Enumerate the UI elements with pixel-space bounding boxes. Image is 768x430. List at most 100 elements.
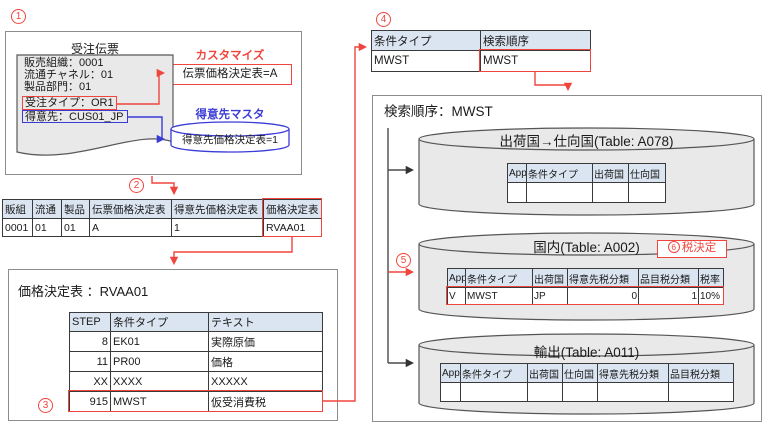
cell: MWST	[465, 287, 533, 305]
cell	[526, 182, 593, 203]
header-cell: 得意先税分類	[597, 363, 669, 383]
customize-label: カスタマイズ	[195, 50, 265, 62]
header-cell: 販組	[2, 199, 33, 219]
header-cell: 品目税分類	[668, 363, 734, 383]
cell: 価格	[208, 351, 323, 372]
cell: 11	[69, 351, 111, 372]
step4-badge: 4	[376, 12, 391, 27]
header-cell: 出荷国	[592, 163, 629, 183]
cell	[527, 382, 563, 402]
condition-type-table: 条件タイプ 検索順序 MWST MWST	[371, 30, 591, 72]
a002-table: App 条件タイプ 出荷国 得意先税分類 品目税分類 税率 V MWST JP …	[447, 268, 724, 305]
header-cell: 品目税分類	[638, 268, 699, 288]
header-cell: 伝票価格決定表	[89, 199, 172, 219]
table-header-row: STEP 条件タイプ テキスト	[69, 312, 323, 332]
document-pricing-procedure-box: 伝票価格決定表=A	[168, 64, 292, 85]
cell: A	[89, 218, 172, 237]
header-cell: 得意先価格決定表	[171, 199, 264, 219]
customer-pricing-procedure-value: 得意先価格決定表=1	[182, 134, 278, 146]
step2-badge: 2	[129, 178, 144, 193]
cell: 10%	[698, 287, 724, 305]
header-cell: 検索順序	[480, 30, 591, 51]
cell: JP	[532, 287, 568, 305]
cell	[597, 382, 669, 402]
table-row: MWST MWST	[371, 50, 591, 72]
connector-rvaa01-to-procedure	[169, 237, 293, 266]
access-sequence-title: 検索順序：MWST	[384, 104, 493, 119]
cell: 1	[638, 287, 699, 305]
cell	[668, 382, 734, 402]
header-cell: 条件タイプ	[526, 163, 593, 183]
connector-order-to-determination-table	[151, 176, 179, 196]
a078-cylinder-title: 出荷国→仕向国(Table: A078)	[499, 134, 674, 149]
a078-table: App 条件タイプ 出荷国 仕向国	[507, 163, 666, 203]
cell: 01	[32, 218, 62, 237]
cell: XX	[69, 371, 111, 392]
header-cell: 条件タイプ	[371, 30, 481, 51]
distribution-channel-line: 流通チャネル：01	[24, 69, 114, 81]
header-cell: App	[507, 163, 527, 183]
sales-order-title: 受注伝票	[70, 42, 119, 56]
cell: 0001	[2, 218, 33, 237]
table-row: V MWST JP 0 1 10%	[447, 287, 724, 305]
table-row: 8 EK01 実際原価	[69, 331, 323, 352]
table-row: 0001 01 01 A 1 RVAA01	[2, 218, 322, 237]
header-cell: 得意先税分類	[567, 268, 639, 288]
header-cell: STEP	[69, 312, 111, 332]
step1-badge: 1	[11, 9, 26, 24]
cell	[628, 182, 666, 203]
cell: 実際原価	[208, 331, 323, 352]
connector-access-sequence-to-panel	[534, 72, 573, 92]
table-row	[507, 182, 666, 203]
header-cell: 流通	[32, 199, 62, 219]
sales-org-line: 販売組織：0001	[24, 57, 104, 69]
table-header-row: App 条件タイプ 出荷国 得意先税分類 品目税分類 税率	[447, 268, 724, 288]
a011-table: App 条件タイプ 出荷国 仕向国 得意先税分類 品目税分類	[440, 363, 734, 402]
header-cell: 条件タイプ	[110, 312, 209, 332]
cell: V	[447, 287, 466, 305]
cell: XXXXX	[208, 371, 323, 392]
step5-badge: 5	[396, 253, 411, 268]
table-header-row: App 条件タイプ 出荷国 仕向国 得意先税分類 品目税分類	[440, 363, 734, 383]
header-cell: 出荷国	[532, 268, 568, 288]
header-cell: App	[440, 363, 461, 383]
procedure-determination-table: 販組 流通 製品 伝票価格決定表 得意先価格決定表 価格決定表 0001 01 …	[2, 199, 322, 237]
division-line: 製品部門：01	[24, 81, 92, 93]
step6-badge: 6	[667, 241, 680, 253]
header-cell: 条件タイプ	[465, 268, 533, 288]
customer-master-cylinder-icon	[170, 121, 290, 153]
header-cell: 製品	[61, 199, 90, 219]
header-cell: 条件タイプ	[460, 363, 528, 383]
cell: PR00	[110, 351, 209, 372]
header-cell: 仕向国	[628, 163, 666, 183]
table-row: 11 PR00 価格	[69, 351, 323, 372]
cell	[440, 382, 461, 402]
cell: 0	[567, 287, 639, 305]
customer-master-label: 得意先マスタ	[195, 109, 265, 121]
customer-line: 得意先：CUS01_JP	[22, 109, 128, 123]
cell: EK01	[110, 331, 209, 352]
cell	[562, 382, 598, 402]
a002-cylinder-title: 国内(Table: A002)	[533, 240, 640, 255]
cell: MWST	[110, 391, 209, 412]
table-row	[440, 382, 734, 402]
header-cell: 出荷国	[527, 363, 563, 383]
cell: 8	[69, 331, 111, 352]
table-row: 915 MWST 仮受消費税	[69, 391, 323, 412]
header-cell: 仕向国	[562, 363, 598, 383]
table-header-row: App 条件タイプ 出荷国 仕向国	[507, 163, 666, 183]
table-row: XX XXXX XXXXX	[69, 371, 323, 392]
table-header-row: 販組 流通 製品 伝票価格決定表 得意先価格決定表 価格決定表	[2, 199, 322, 219]
a011-cylinder-title: 輸出(Table: A011)	[533, 345, 640, 360]
table-header-row: 条件タイプ 検索順序	[371, 30, 591, 51]
cell: 1	[171, 218, 264, 237]
order-type-line: 受注タイプ：OR1	[22, 96, 117, 110]
cell: RVAA01	[263, 218, 322, 237]
pricing-procedure-title: 価格決定表 ：RVAA01	[18, 284, 149, 299]
header-cell: 税率	[698, 268, 724, 288]
header-cell: テキスト	[208, 312, 323, 332]
cell: 915	[69, 391, 111, 412]
pricing-procedure-steps-table: STEP 条件タイプ テキスト 8 EK01 実際原価 11 PR00 価格 X…	[69, 312, 323, 412]
header-cell: App	[447, 268, 466, 288]
